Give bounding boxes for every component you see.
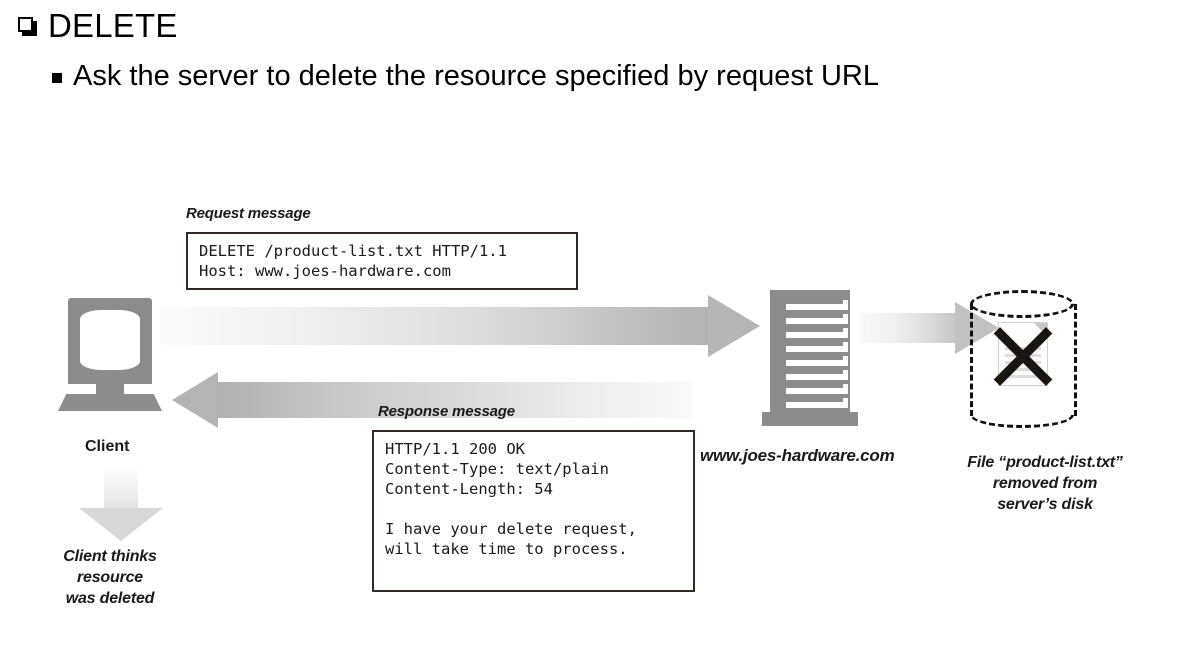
server-tower-icon [762,290,858,430]
server-slot [786,328,848,338]
subpoint-text: Ask the server to delete the resource sp… [73,60,879,92]
arrow-shaft [160,307,712,345]
http-delete-diagram: Request message DELETE /product-list.txt… [0,150,1188,648]
response-message-box: HTTP/1.1 200 OK Content-Type: text/plain… [372,430,695,592]
server-base [762,412,858,426]
server-slot [786,314,848,324]
database-cylinder-icon [962,290,1084,430]
server-slot [786,370,848,380]
x-cross-icon [986,318,1060,392]
server-hostname-label: www.joes-hardware.com [700,446,895,465]
server-slot [786,356,848,366]
client-label: Client [85,438,130,455]
arrow-shaft [860,313,958,343]
arrow-head [708,295,760,357]
document-line [1005,368,1041,371]
cylinder-side [1074,304,1077,416]
response-message-caption: Response message [378,403,515,420]
server-slot [786,300,848,310]
arrow-head [172,372,218,428]
request-message-caption: Request message [186,205,311,222]
monitor-neck [96,382,124,396]
server-slot [786,398,848,408]
solid-square-bullet-icon [52,73,62,83]
desktop-computer-icon [58,298,162,418]
monitor-base [58,394,162,411]
request-message-box: DELETE /product-list.txt HTTP/1.1 Host: … [186,232,578,290]
monitor-screen [80,310,140,370]
shadowed-square-bullet-icon [18,17,37,36]
server-slot [786,384,848,394]
cylinder-top [970,290,1074,318]
heading-bullet-row: DELETE [18,6,178,46]
page-title: DELETE [48,7,178,44]
monitor-body [68,298,152,384]
server-slot [786,342,848,352]
server-body [770,290,850,414]
cylinder-bottom [970,413,1074,428]
client-down-arrow-icon [79,468,163,541]
cylinder-side [970,304,973,416]
arrow-head [79,508,163,541]
document-line [1005,375,1041,378]
request-message-body: DELETE /product-list.txt HTTP/1.1 Host: … [199,242,507,280]
arrow-shaft [216,382,692,418]
response-message-body: HTTP/1.1 200 OK Content-Type: text/plain… [385,440,637,558]
response-left-arrow-icon [172,372,692,428]
request-right-arrow-icon [160,295,760,357]
subpoint-bullet-row: Ask the server to delete the resource sp… [52,58,879,95]
arrow-stem [104,468,138,510]
